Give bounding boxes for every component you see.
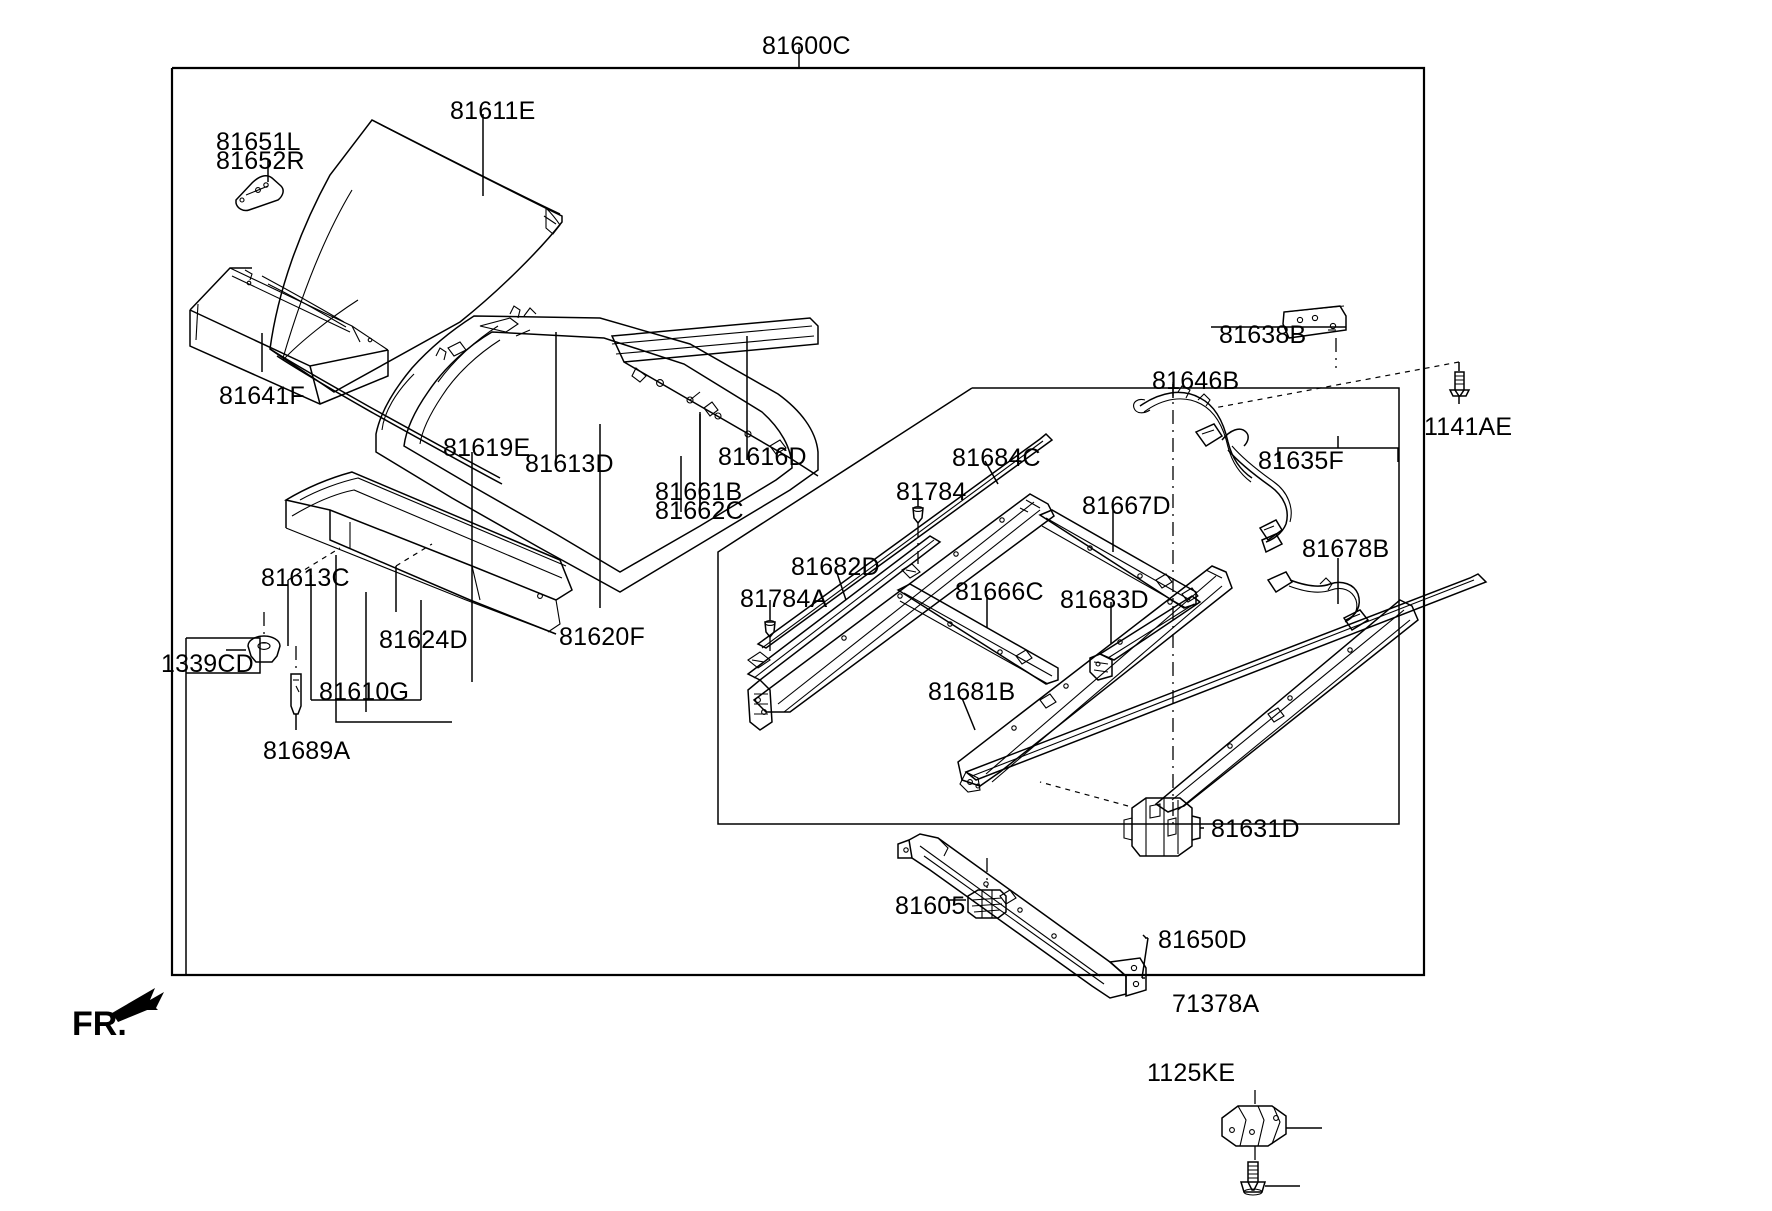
wiring-harness-81635F (1133, 385, 1399, 554)
guide-link-81682D (746, 493, 1055, 731)
callout-81683D: 81683D (1060, 586, 1149, 614)
motor-bracket-81638B (1211, 305, 1347, 368)
callout-1125KE: 1125KE (1147, 1059, 1236, 1087)
screw-1141AE (1213, 361, 1471, 409)
sunroof-switch-81605 (946, 858, 1007, 919)
callout-81613D: 81613D (525, 450, 614, 478)
callout-81784A: 81784A (740, 585, 828, 613)
callout-81610G: 81610G (319, 678, 410, 706)
switch-harness-81678B (1266, 558, 1370, 632)
callout-81650D: 81650D (1158, 926, 1247, 954)
leader-lines-left (287, 114, 748, 682)
callout-71378A: 71378A (1172, 990, 1260, 1018)
grommet-1339CD (226, 612, 281, 663)
callout-81624D: 81624D (379, 626, 468, 654)
callout-81652R: 81652R (216, 147, 305, 175)
callout-81667D: 81667D (1082, 492, 1171, 520)
rear-cross-rail-81650D (897, 833, 1148, 999)
callout-81611E: 81611E (450, 97, 536, 125)
callout-1339CD: 1339CD (161, 650, 254, 678)
subassembly-bracket-81610G (185, 555, 452, 975)
guide-link-81683D (1089, 595, 1202, 681)
sunroof-motor-81631D (1039, 781, 1204, 857)
clip-81784A (747, 600, 776, 669)
callout-81605: 81605 (895, 892, 966, 920)
assembly-outline-81600C (170, 47, 1426, 977)
leader-81650D (1141, 937, 1149, 979)
drive-cable-81681B (957, 565, 1488, 813)
sunroof-frame-81620F (284, 305, 819, 635)
drive-cable-81684C (756, 432, 1054, 649)
callout-1141AE: 1141AE (1424, 413, 1513, 441)
deflector-arm-81651L-81652R (235, 160, 284, 212)
front-rail-link-81666C (896, 583, 1059, 685)
sunshade-81641F (189, 267, 389, 405)
reinforcement-bracket-71378A (1221, 1090, 1322, 1162)
callout-81662C: 81662C (655, 497, 744, 525)
callout-81661B: 81661B (655, 478, 743, 506)
callout-81631D: 81631D (1211, 815, 1300, 843)
callout-81784: 81784 (896, 478, 967, 506)
callout-81635F: 81635F (1258, 447, 1344, 475)
callout-81613C: 81613C (261, 564, 350, 592)
rear-rail-link-81667D (1038, 509, 1197, 609)
callout-81646B: 81646B (1152, 367, 1240, 395)
callout-81678B: 81678B (1302, 535, 1390, 563)
front-direction-arrow-icon (112, 988, 164, 1022)
callout-81689A: 81689A (263, 737, 351, 765)
callout-81620F: 81620F (559, 623, 645, 651)
callout-81666C: 81666C (955, 578, 1044, 606)
callout-81651L: 81651L (216, 128, 301, 156)
callout-81681B: 81681B (928, 678, 1016, 706)
callout-81619E: 81619E (443, 434, 531, 462)
callout-81600C: 81600C (762, 32, 851, 60)
rail-module-outline (717, 387, 1400, 825)
callout-81638B: 81638B (1219, 321, 1307, 349)
callout-81684C: 81684C (952, 444, 1041, 472)
bolt-1125KE (1239, 1161, 1300, 1196)
callout-81616D: 81616D (718, 443, 807, 471)
callout-81641F: 81641F (219, 382, 305, 410)
glass-panel-81611E (261, 119, 563, 485)
drain-hose-81689A (290, 646, 302, 730)
front-direction-label: FR. (72, 1005, 127, 1043)
clip-81784 (901, 492, 924, 579)
callout-81682D: 81682D (791, 553, 880, 581)
